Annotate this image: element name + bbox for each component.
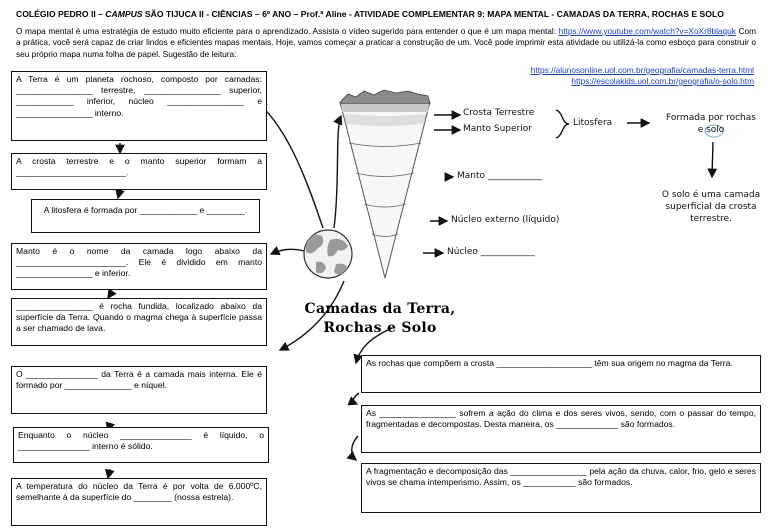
box-rochas-origem: As rochas que compõem a crosta _________… (361, 355, 761, 393)
label-manto: Manto ____________ (457, 171, 542, 181)
box-manto: Manto é o nome da camada logo abaixo da … (11, 243, 267, 290)
box-nucleo: O _______________ da Terra é a camada ma… (11, 366, 267, 414)
earth-layers-wedge (340, 90, 430, 278)
label-litosfera: Litosfera (573, 118, 612, 128)
globe-icon (304, 230, 352, 278)
label-manto-superior: Manto Superior (463, 124, 532, 134)
box-litosfera-composition: A litosfera é formada por ____________ e… (31, 199, 260, 233)
box-litosfera-formation: A crosta terrestre e o manto superior fo… (11, 153, 267, 190)
box-layers: A Terra é um planeta rochoso, composto p… (11, 71, 267, 141)
label-nucleo-externo: Núcleo externo (líquido) (451, 215, 559, 225)
box-magma: ________________ é rocha fundida, locali… (11, 298, 267, 346)
box-nucleo-states: Enquanto o núcleo _______________ é líqu… (13, 427, 269, 463)
label-solo: solo (706, 125, 724, 135)
map-title: Camadas da Terra,Rochas e Solo (296, 300, 464, 338)
label-nucleo: Núcleo ____________ (447, 247, 535, 257)
box-rochas-decompostas: As ________________ sofrem a ação do cli… (361, 405, 761, 453)
label-solo-definition: O solo é uma camada superficial da crost… (655, 189, 767, 225)
label-crosta: Crosta Terrestre (463, 108, 534, 118)
box-temperature: A temperatura do núcleo da Terra é por v… (11, 478, 267, 526)
box-intemperismo: A fragmentação e decomposição das ______… (361, 463, 761, 513)
